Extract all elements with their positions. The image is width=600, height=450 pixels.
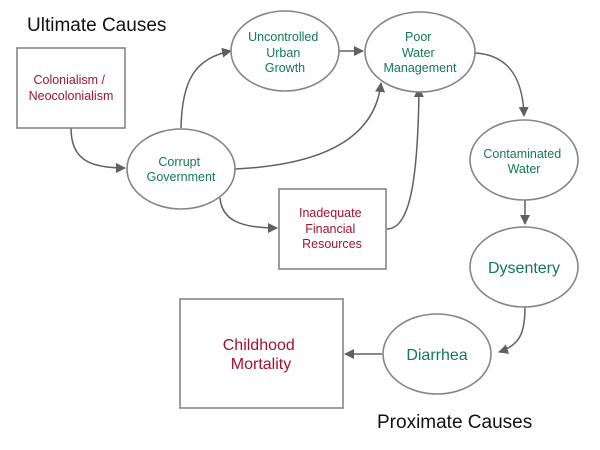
node-diarrhea-label: Diarrhea xyxy=(406,347,467,364)
edge-corrupt-government-to-urban-growth xyxy=(180,47,232,129)
heading-proximate-causes: Proximate Causes xyxy=(377,412,532,433)
node-contaminated-water-label: Contaminated Water xyxy=(483,147,564,176)
node-inadequate-financial-resources-label: Inadequate Financial Resources xyxy=(299,206,365,251)
node-corrupt-government-label: Corrupt Government xyxy=(147,155,216,184)
node-colonialism-label: Colonialism / Neocolonialism xyxy=(29,73,114,103)
node-childhood-mortality: Childhood Mortality xyxy=(179,298,344,409)
edge-colonialism-to-corrupt-government xyxy=(70,127,126,173)
node-dysentery: Dysentery xyxy=(469,226,579,308)
node-uncontrolled-urban-growth: Uncontrolled Urban Growth xyxy=(230,10,340,92)
node-colonialism: Colonialism / Neocolonialism xyxy=(16,47,126,129)
edge-water-management-to-contaminated-water xyxy=(474,52,529,117)
node-uncontrolled-urban-growth-label: Uncontrolled Urban Growth xyxy=(248,30,322,75)
node-dysentery-label: Dysentery xyxy=(488,260,560,277)
heading-ultimate-causes: Ultimate Causes xyxy=(27,15,166,36)
node-poor-water-management-label: Poor Water Management xyxy=(384,30,457,75)
edge-corrupt-government-to-financial-resources xyxy=(219,197,278,233)
edges xyxy=(70,46,530,359)
edge-dysentery-to-diarrhea xyxy=(498,306,526,354)
edge-corrupt-government-to-water-management xyxy=(234,82,386,170)
node-contaminated-water: Contaminated Water xyxy=(469,119,579,201)
node-inadequate-financial-resources: Inadequate Financial Resources xyxy=(278,188,387,270)
node-childhood-mortality-label: Childhood Mortality xyxy=(223,337,300,373)
node-corrupt-government: Corrupt Government xyxy=(126,128,236,210)
node-diarrhea: Diarrhea xyxy=(382,313,492,395)
node-poor-water-management: Poor Water Management xyxy=(364,11,476,93)
edge-financial-resources-to-water-management xyxy=(386,87,424,230)
